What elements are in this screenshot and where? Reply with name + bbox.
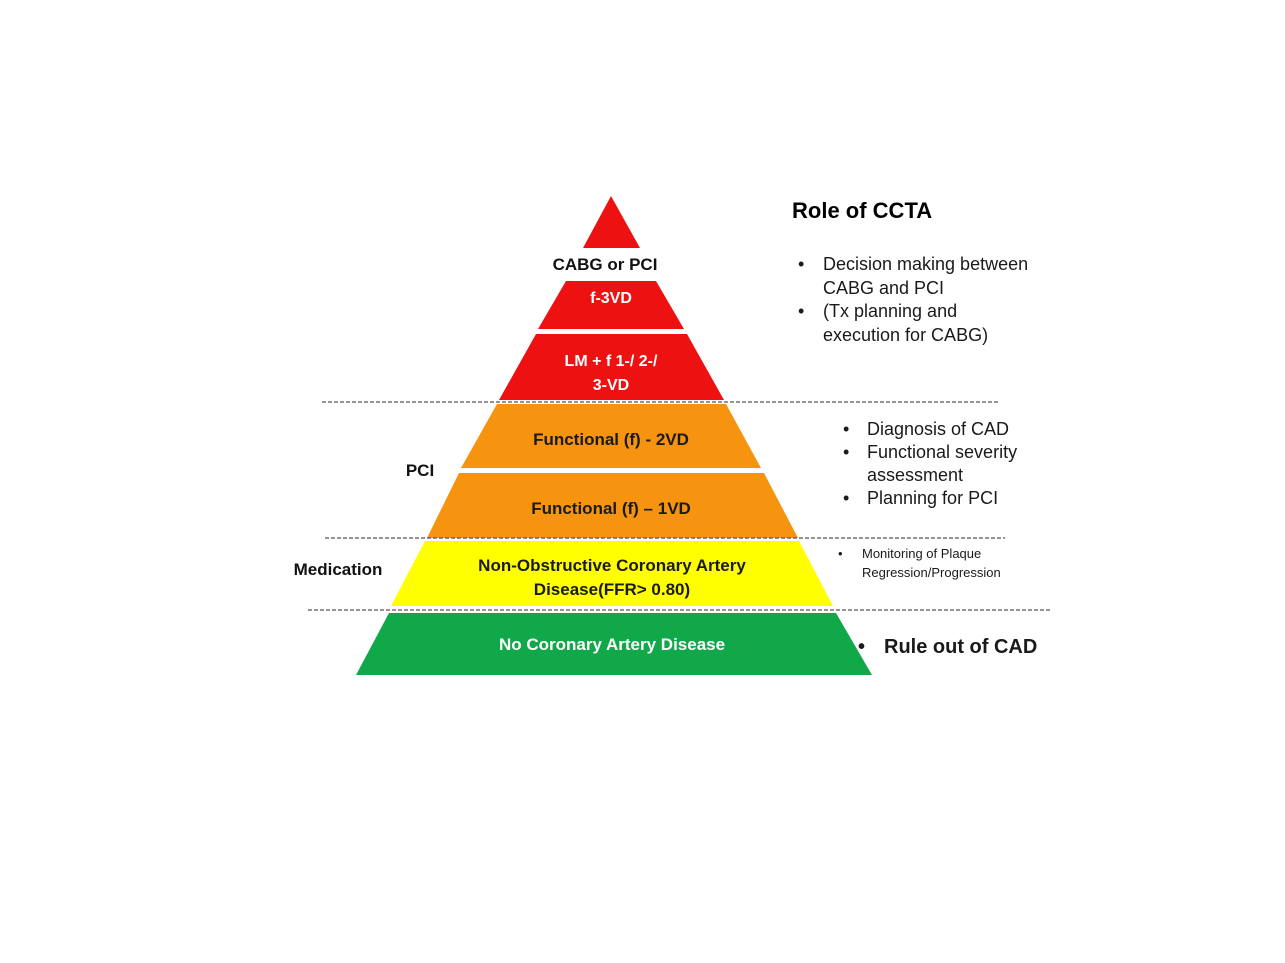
role-item: Functional severity [867, 442, 1017, 462]
layer-f3vd [538, 281, 684, 329]
layer-label-nonobs-line2: Disease(FFR> 0.80) [534, 580, 690, 599]
role-group-cabg: • Decision making between CABG and PCI •… [798, 254, 1028, 345]
role-item: execution for CABG) [823, 325, 988, 345]
layer-label-lm-line1: LM + f 1-/ 2-/ [565, 353, 658, 370]
layer-f1vd [427, 473, 798, 538]
role-bullet: • [843, 442, 849, 462]
role-item: Regression/Progression [862, 565, 1001, 580]
layer-label-nonobs-line1: Non-Obstructive Coronary Artery [478, 556, 746, 575]
role-bullet: • [843, 419, 849, 439]
tier-label-medication: Medication [294, 560, 383, 579]
role-item: Monitoring of Plaque [862, 546, 981, 561]
role-item: assessment [867, 465, 963, 485]
role-item: CABG and PCI [823, 278, 944, 298]
role-bullet: • [858, 636, 865, 658]
role-bullet: • [798, 254, 804, 274]
role-item: Diagnosis of CAD [867, 419, 1009, 439]
layer-non-obstructive [391, 541, 833, 606]
role-group-pci: • Diagnosis of CAD • Functional severity… [843, 419, 1017, 508]
role-item: (Tx planning and [823, 301, 957, 321]
tier-label-cabg-or-pci: CABG or PCI [553, 255, 658, 274]
tier-label-pci: PCI [406, 461, 434, 480]
role-item: Rule out of CAD [884, 636, 1037, 658]
layer-label-lm-line2: 3-VD [593, 377, 629, 394]
role-bullet: • [843, 488, 849, 508]
role-group-no-cad: • Rule out of CAD [858, 636, 1037, 658]
layer-lm [499, 334, 724, 400]
layer-label-f1vd: Functional (f) – 1VD [531, 499, 691, 518]
layer-no-cad [356, 613, 872, 675]
role-item: Planning for PCI [867, 488, 998, 508]
layer-f2vd [461, 404, 761, 468]
layer-label-f2vd: Functional (f) - 2VD [533, 430, 689, 449]
role-bullet: • [838, 546, 843, 561]
role-group-medication: • Monitoring of Plaque Regression/Progre… [838, 546, 1001, 580]
pyramid-apex [583, 196, 640, 248]
layer-label-nocad: No Coronary Artery Disease [499, 635, 725, 654]
role-title: Role of CCTA [792, 198, 932, 223]
role-item: Decision making between [823, 254, 1028, 274]
layer-label-f3vd: f-3VD [590, 290, 632, 307]
role-bullet: • [798, 301, 804, 321]
